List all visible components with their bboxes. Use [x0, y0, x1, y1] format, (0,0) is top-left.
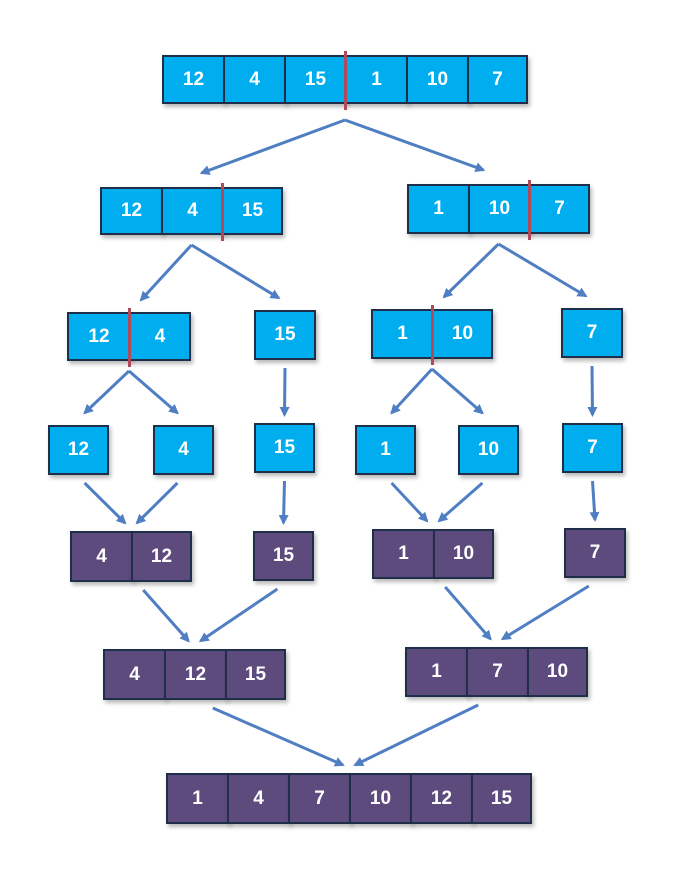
- arrow-level3-e-to-merge1-c: [437, 481, 484, 523]
- arrow-merge2-right-to-merge3-final: [353, 703, 479, 767]
- arrow-level2-c-to-level3-e: [431, 367, 484, 415]
- split-divider: [221, 183, 224, 241]
- array-cell: 1: [407, 184, 470, 234]
- array-cell: 1: [372, 529, 435, 579]
- array-cell: 10: [432, 309, 493, 359]
- array-cell: 10: [349, 773, 412, 824]
- array-cell: 10: [458, 425, 519, 475]
- split-divider: [128, 308, 131, 367]
- arrow-level3-d-to-merge1-c: [390, 481, 429, 523]
- arrow-merge1-b-to-merge2-left: [198, 587, 279, 643]
- array-cell: 1: [405, 647, 468, 697]
- array-cell: 4: [129, 312, 191, 361]
- array-cell: 12: [67, 312, 131, 361]
- arrow-level1-left-to-level2-b: [190, 243, 281, 300]
- array-cell: 1: [355, 425, 416, 475]
- arrow-level0-to-level1-right: [344, 118, 486, 172]
- array-cell: 12: [100, 187, 163, 235]
- array-cell: 12: [164, 649, 227, 700]
- array-cell: 7: [288, 773, 351, 824]
- array-cell: 4: [70, 531, 133, 582]
- array-cell: 4: [227, 773, 290, 824]
- arrow-level0-to-level1-left: [199, 118, 346, 175]
- array-cell: 4: [153, 425, 214, 475]
- array-cell: 1: [345, 55, 408, 104]
- split-divider: [431, 305, 434, 365]
- split-divider: [528, 180, 531, 240]
- arrow-level3-f-to-merge1-d: [589, 480, 600, 522]
- array-cell: 10: [468, 184, 531, 234]
- array-cell: 7: [564, 528, 626, 578]
- array-cell: 1: [166, 773, 229, 824]
- arrow-level1-right-to-level2-d: [497, 242, 588, 298]
- array-cell: 7: [562, 423, 623, 473]
- arrow-level2-d-to-level3-f: [587, 365, 598, 417]
- array-cell: 15: [471, 773, 532, 824]
- arrow-merge1-a-to-merge2-left: [142, 589, 190, 643]
- arrow-level3-c-to-merge1-b: [278, 480, 289, 525]
- arrow-level2-b-to-level3-c: [279, 367, 290, 417]
- array-cell: 15: [253, 531, 314, 581]
- array-cell: 4: [223, 55, 286, 104]
- array-cell: 4: [103, 649, 166, 700]
- array-cell: 12: [162, 55, 225, 104]
- arrow-level3-b-to-merge1-a: [135, 481, 179, 525]
- arrow-level1-right-to-level2-c: [442, 242, 500, 299]
- arrow-merge2-left-to-merge3-final: [212, 706, 345, 767]
- arrow-merge1-c-to-merge2-right: [444, 586, 492, 641]
- array-cell: 7: [561, 308, 623, 358]
- array-cell: 10: [433, 529, 494, 579]
- array-cell: 4: [161, 187, 224, 235]
- array-cell: 12: [131, 531, 192, 582]
- arrow-level3-a-to-merge1-a: [83, 481, 127, 525]
- array-cell: 12: [48, 425, 109, 475]
- arrow-level1-left-to-level2-a: [139, 243, 193, 302]
- array-cell: 15: [284, 55, 347, 104]
- array-cell: 15: [225, 649, 286, 700]
- array-cell: 1: [371, 309, 434, 359]
- split-divider: [344, 51, 347, 110]
- array-cell: 15: [254, 423, 315, 473]
- arrow-merge1-d-to-merge2-right: [500, 584, 590, 641]
- array-cell: 7: [467, 55, 528, 104]
- arrow-level2-a-to-level3-a: [83, 369, 131, 415]
- array-cell: 12: [410, 773, 473, 824]
- array-cell: 7: [466, 647, 529, 697]
- array-cell: 10: [527, 647, 588, 697]
- array-cell: 15: [222, 187, 283, 235]
- array-cell: 10: [406, 55, 469, 104]
- arrow-level2-c-to-level3-d: [390, 367, 434, 415]
- array-cell: 15: [254, 310, 316, 360]
- arrow-level2-a-to-level3-b: [128, 369, 179, 415]
- array-cell: 7: [529, 184, 590, 234]
